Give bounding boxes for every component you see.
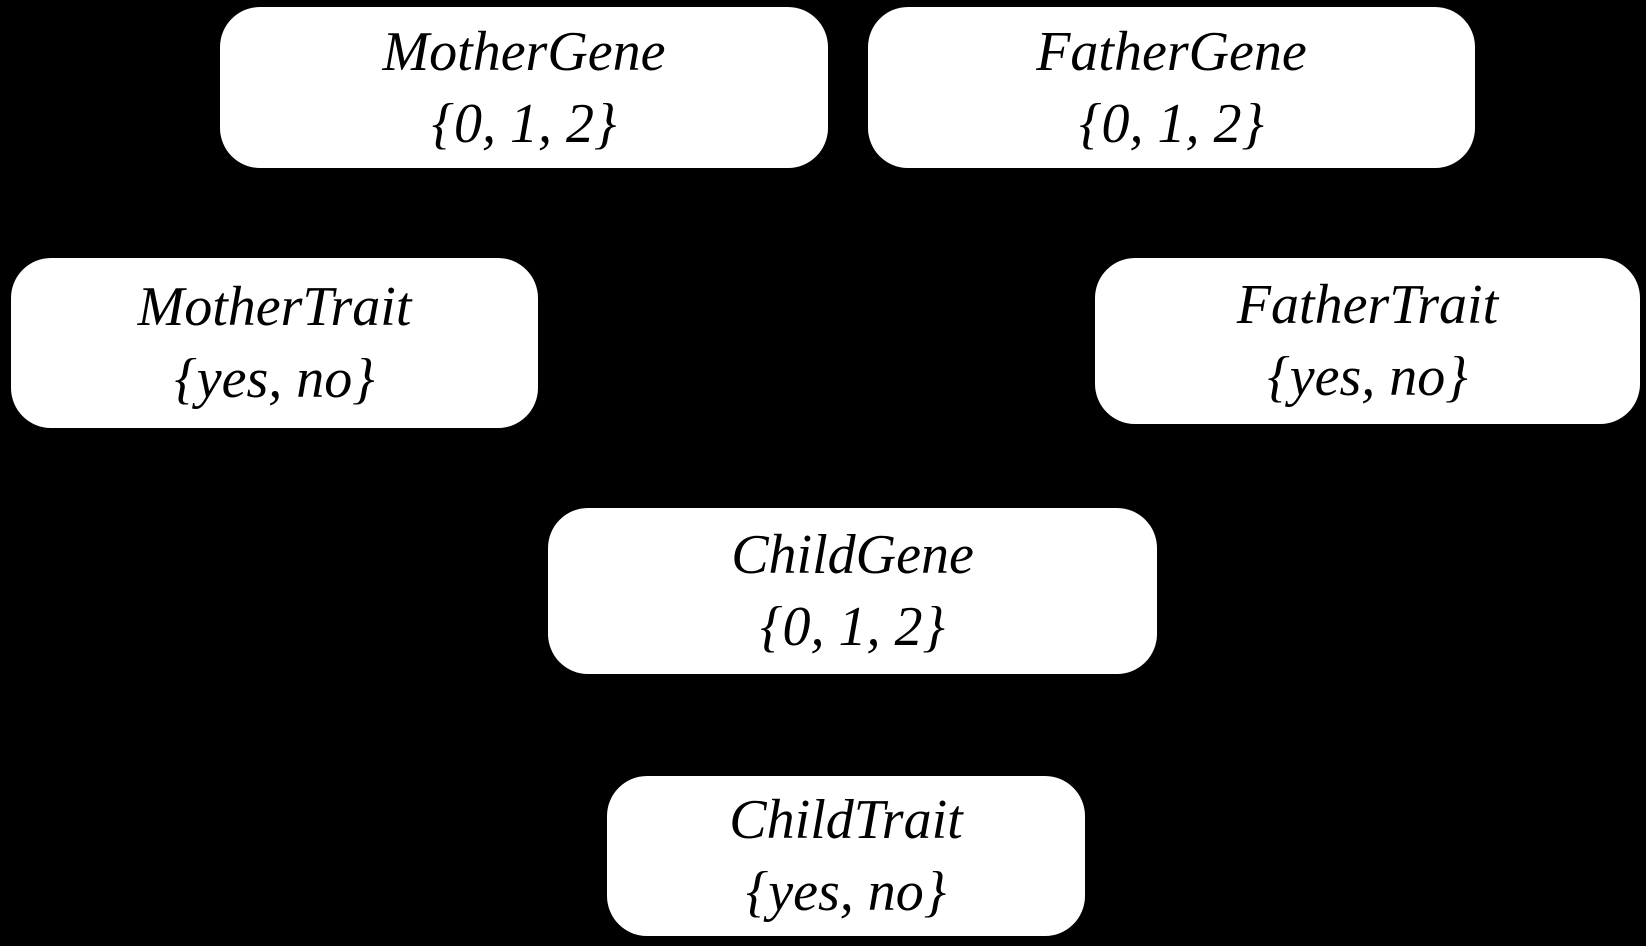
node-child-gene: ChildGene {0, 1, 2}: [548, 508, 1157, 674]
node-mother-trait: MotherTrait {yes, no}: [11, 258, 538, 428]
node-mother-trait-domain: {yes, no}: [174, 348, 375, 410]
node-father-gene-domain: {0, 1, 2}: [1079, 92, 1264, 155]
node-father-trait: FatherTrait {yes, no}: [1095, 258, 1640, 424]
node-child-gene-domain: {0, 1, 2}: [760, 596, 945, 658]
node-child-trait-label: ChildTrait: [729, 789, 963, 851]
node-father-trait-label: FatherTrait: [1236, 274, 1499, 336]
node-child-trait: ChildTrait {yes, no}: [607, 776, 1085, 936]
node-mother-gene-domain: {0, 1, 2}: [431, 92, 617, 155]
node-father-gene-label: FatherGene: [1036, 20, 1307, 83]
node-mother-trait-label: MotherTrait: [137, 276, 412, 338]
node-child-trait-domain: {yes, no}: [745, 861, 947, 923]
node-child-gene-label: ChildGene: [731, 524, 974, 586]
node-father-trait-domain: {yes, no}: [1267, 346, 1468, 408]
node-mother-gene-label: MotherGene: [382, 20, 666, 83]
node-mother-gene: MotherGene {0, 1, 2}: [220, 7, 828, 168]
node-father-gene: FatherGene {0, 1, 2}: [868, 7, 1475, 168]
